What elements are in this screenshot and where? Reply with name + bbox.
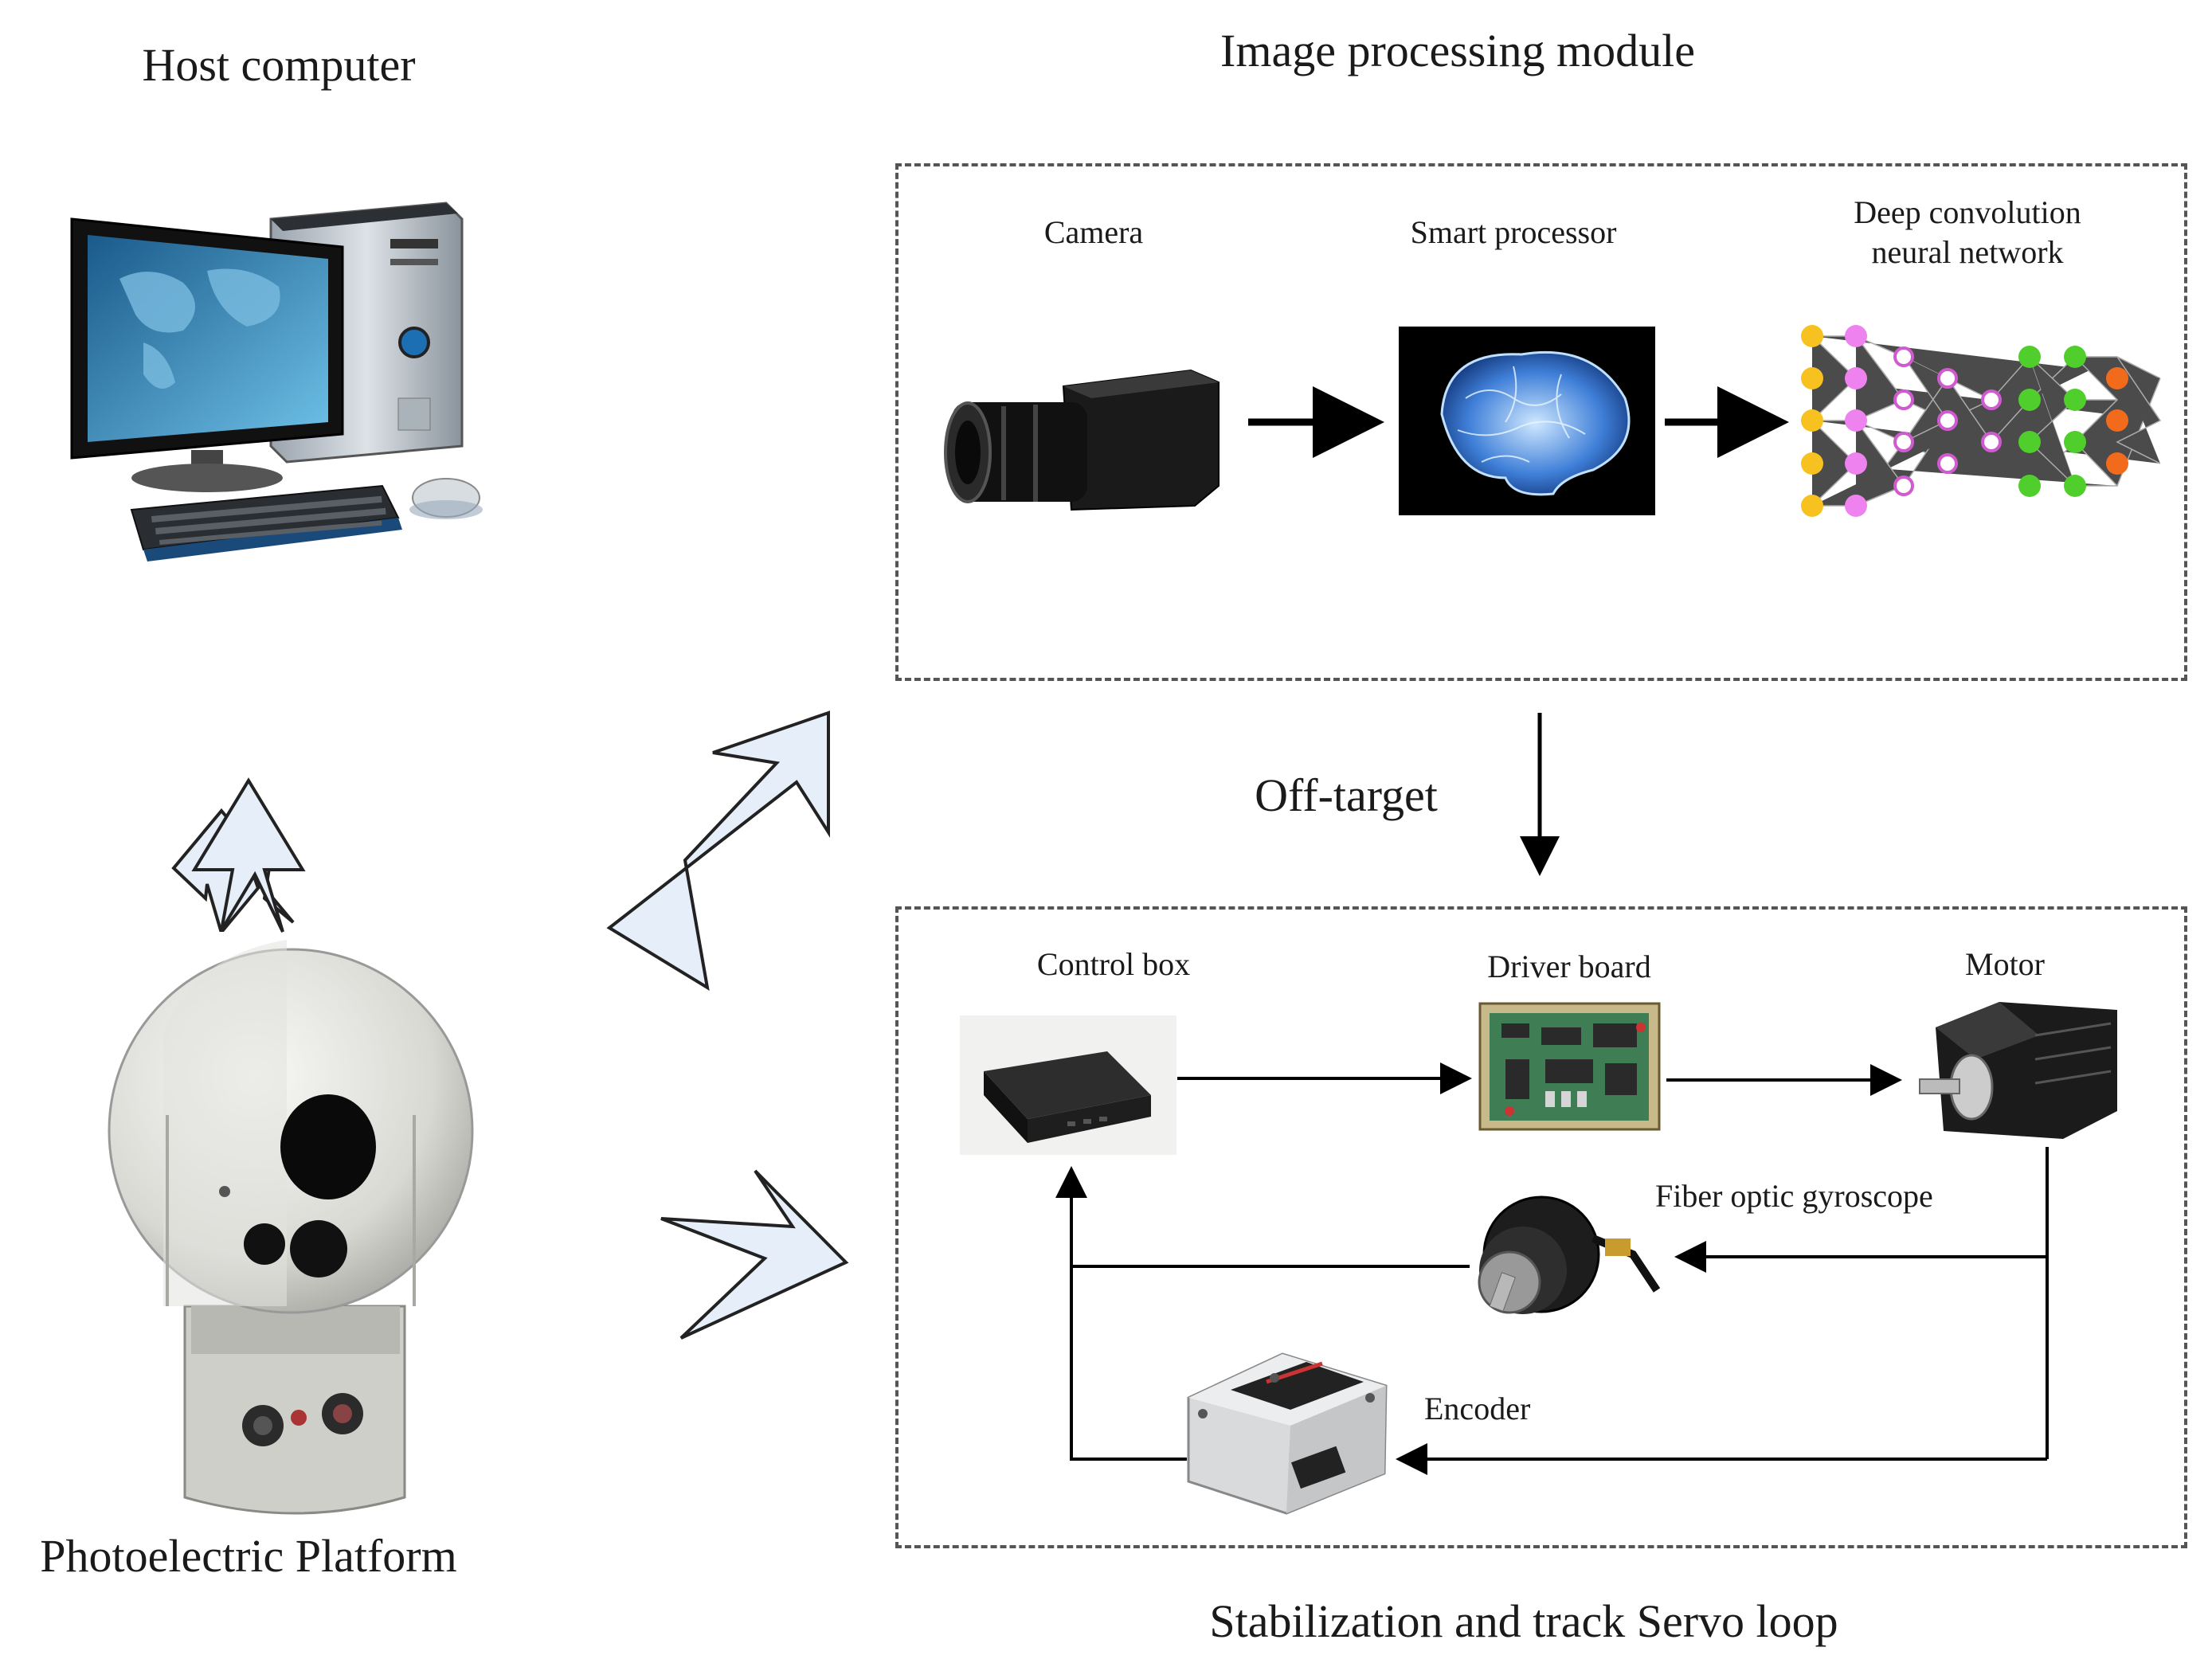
fiber-optic-gyroscope-label: Fiber optic gyroscope (1655, 1178, 1933, 1214)
fiber-optic-gyroscope-image (1478, 1195, 1661, 1314)
arrow-to-image-module (606, 710, 830, 992)
encoder-label: Encoder (1424, 1391, 1531, 1426)
photoelectric-platform-title: Photoelectric Platform (40, 1530, 457, 1582)
encoder-to-control-line (1055, 1166, 1187, 1461)
motor-label: Motor (1965, 946, 2045, 982)
control-box-image (960, 1015, 1176, 1155)
image-processing-module-box (895, 163, 2187, 681)
driver-board-image (1478, 1002, 1661, 1131)
host-computer-title: Host computer (142, 39, 416, 91)
dcnn-label-line2: neural network (1871, 234, 2064, 270)
servo-loop-box (895, 906, 2187, 1548)
control-box-label: Control box (1036, 946, 1191, 982)
neural-network-image (1801, 325, 2162, 517)
smart-processor-label: Smart processor (1410, 214, 1617, 250)
servo-loop-title: Stabilization and track Servo loop (1209, 1595, 1838, 1647)
image-processing-module-title: Image processing module (1220, 25, 1695, 76)
off-target-label: Off-target (1255, 769, 1438, 821)
host-computer-image (70, 202, 483, 562)
camera-label: Camera (1043, 214, 1144, 250)
photoelectric-platform-image (108, 940, 474, 1515)
driver-board-label: Driver board (1487, 949, 1651, 984)
smart-processor-image (1399, 327, 1655, 515)
encoder-image (1187, 1352, 1388, 1515)
arrow-to-servo (660, 1169, 849, 1340)
camera-image (944, 369, 1220, 511)
dcnn-label-line1: Deep convolution (1854, 194, 2081, 230)
motor-image (1919, 1002, 2117, 1139)
arrow-to-host (191, 777, 306, 933)
